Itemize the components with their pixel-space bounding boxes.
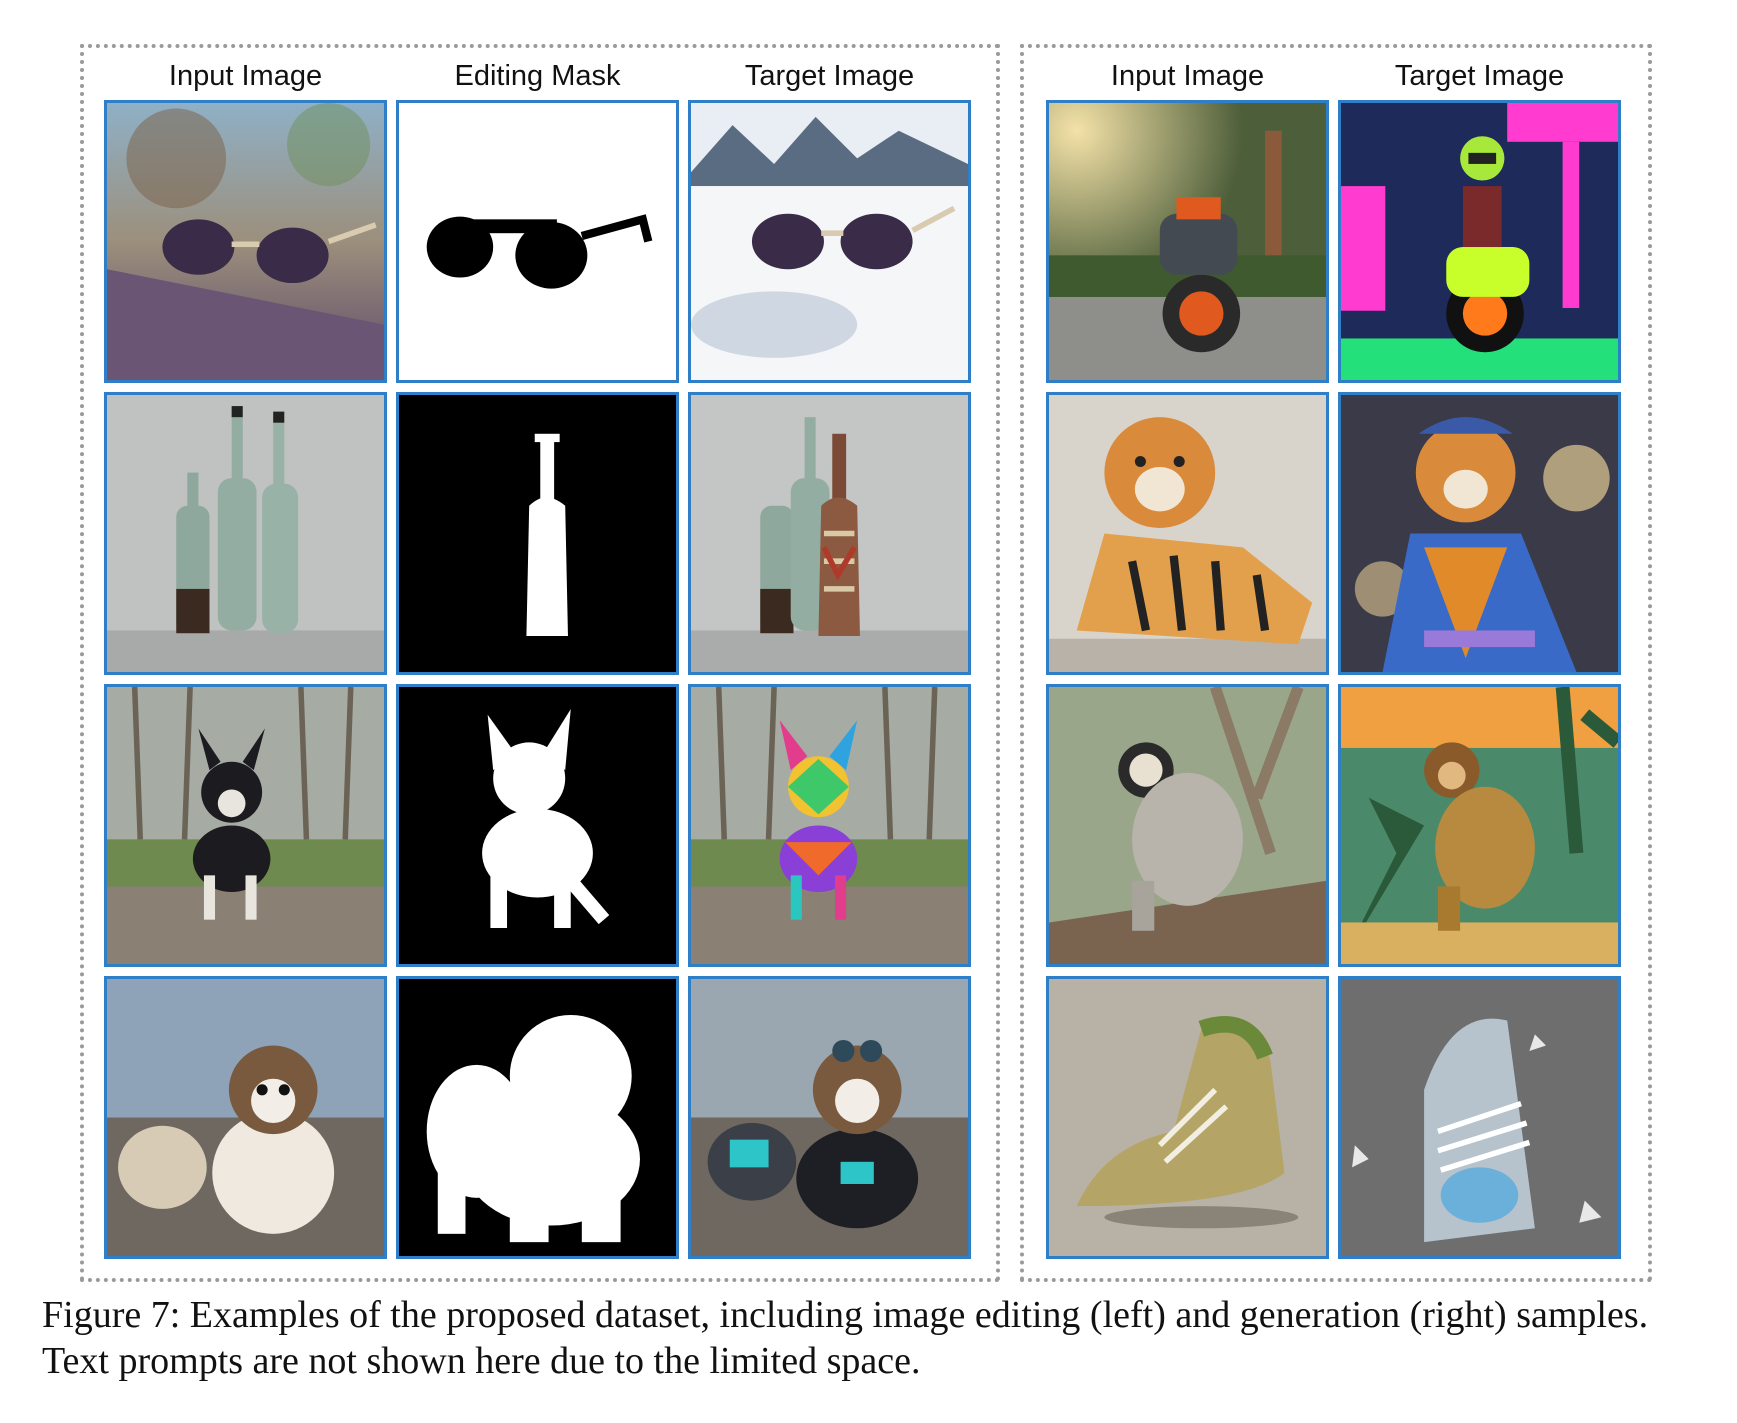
image-bottles-input <box>104 392 387 675</box>
image-shihtzu-input <box>104 976 387 1259</box>
image-monkey-input <box>1046 684 1329 967</box>
image-sunglasses-input <box>104 100 387 383</box>
generation-panel <box>1020 44 1652 1282</box>
mask-terrier <box>396 684 679 967</box>
image-sneaker-target <box>1338 976 1621 1259</box>
mask-sunglasses <box>396 100 679 383</box>
header-editing-mask: Editing Mask <box>454 60 621 92</box>
header-input-image-right: Input Image <box>1110 60 1265 92</box>
image-tiger-input <box>1046 392 1329 675</box>
image-motorcycle-target <box>1338 100 1621 383</box>
image-tiger-target <box>1338 392 1621 675</box>
figure-caption: Figure 7: Examples of the proposed datas… <box>42 1294 1649 1382</box>
image-terrier-input <box>104 684 387 967</box>
image-motorcycle-input <box>1046 100 1329 383</box>
mask-shihtzu <box>396 976 679 1259</box>
image-shihtzu-target <box>688 976 971 1259</box>
header-input-image-left: Input Image <box>168 60 323 92</box>
image-monkey-target <box>1338 684 1621 967</box>
editing-panel <box>80 44 1000 1282</box>
header-target-image-left: Target Image <box>744 60 915 92</box>
mask-bottle <box>396 392 679 675</box>
image-terrier-target <box>688 684 971 967</box>
image-bottles-target <box>688 392 971 675</box>
header-target-image-right: Target Image <box>1394 60 1565 92</box>
image-sneaker-input <box>1046 976 1329 1259</box>
image-sunglasses-target <box>688 100 971 383</box>
